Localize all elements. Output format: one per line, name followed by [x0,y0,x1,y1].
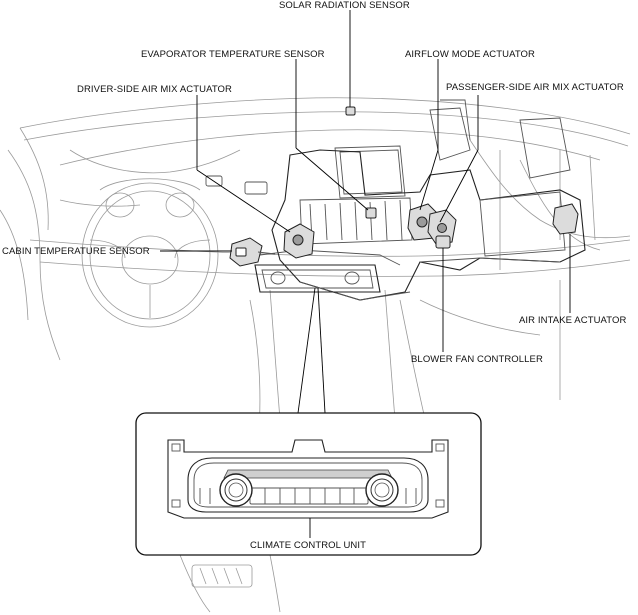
label-blower-fan-controller: BLOWER FAN CONTROLLER [411,354,543,365]
label-evaporator-temperature-sensor: EVAPORATOR TEMPERATURE SENSOR [141,49,325,60]
label-air-intake-actuator: AIR INTAKE ACTUATOR [519,315,627,326]
climate-panel-location [254,264,381,293]
dashboard-outline [0,97,631,613]
solar-radiation-sensor-part [345,106,356,116]
label-climate-control-unit: CLIMATE CONTROL UNIT [250,540,367,551]
leader-lines [160,10,571,414]
air-intake-actuator-part [552,203,579,235]
label-driver-side-air-mix-actuator: DRIVER-SIDE AIR MIX ACTUATOR [77,84,232,95]
evaporator-temperature-sensor-part [365,207,377,219]
driver-side-air-mix-actuator-part [283,223,315,259]
blower-fan-controller-part [435,235,451,249]
center-display [205,145,406,199]
label-passenger-side-air-mix-actuator: PASSENGER-SIDE AIR MIX ACTUATOR [446,82,624,93]
passenger-side-air-mix-actuator-part [427,209,457,245]
label-airflow-mode-actuator: AIRFLOW MODE ACTUATOR [405,49,536,60]
label-solar-radiation-sensor: SOLAR RADIATION SENSOR [279,0,410,11]
label-cabin-temperature-sensor: CABIN TEMPERATURE SENSOR [2,246,150,257]
steering-wheel [81,178,219,328]
cabin-temperature-sensor-part [229,237,276,267]
climate-control-unit-callout [135,412,482,556]
hvac-unit [259,99,586,301]
